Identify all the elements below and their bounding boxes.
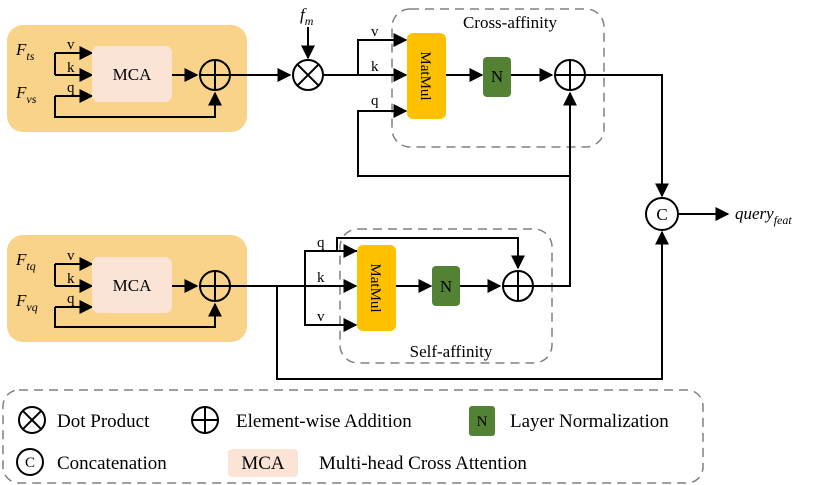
cross-k-label: k — [371, 59, 379, 75]
bottom-v-label: v — [67, 248, 75, 264]
legend-norm-icon — [469, 406, 495, 436]
top-input-f-ts: Fts — [15, 40, 35, 63]
self-v-label: v — [317, 309, 325, 325]
legend-addition-label: Element-wise Addition — [236, 411, 412, 432]
bottom-mca-label: MCA — [113, 276, 152, 295]
top-v-label: v — [67, 37, 75, 53]
cross-addition-icon — [554, 59, 586, 91]
cross-norm-box — [483, 57, 511, 97]
bottom-q-label: q — [67, 291, 75, 307]
legend-addition-icon — [191, 406, 219, 434]
legend-concat-icon: C — [16, 448, 44, 476]
cross-affinity-title: Cross-affinity — [463, 13, 558, 32]
top-q-label: q — [67, 80, 75, 96]
bottom-input-f-vq: Fvq — [15, 291, 38, 314]
top-addition-icon — [199, 59, 231, 91]
self-addition-icon — [502, 270, 534, 302]
output-label: queryfeat — [735, 204, 792, 227]
legend-dot-product-label: Dot Product — [57, 411, 150, 432]
cross-matmul-box — [407, 33, 446, 119]
cross-norm-label: N — [491, 67, 503, 86]
cross-v-label: v — [371, 24, 379, 40]
top-mca-label: MCA — [113, 65, 152, 84]
bottom-addition-icon — [199, 270, 231, 302]
self-affinity-title: Self-affinity — [410, 342, 493, 361]
svg-text:N: N — [477, 414, 488, 430]
top-k-label: k — [67, 60, 75, 76]
self-norm-box — [432, 266, 460, 306]
cross-matmul-label: MatMul — [417, 51, 433, 100]
cross-affinity-box — [391, 8, 605, 148]
self-matmul-label: MatMul — [367, 263, 383, 312]
svg-text:C: C — [656, 205, 667, 224]
bottom-mca-box — [92, 257, 172, 313]
fm-label: fm — [300, 5, 314, 28]
dot-product-icon — [292, 59, 324, 91]
svg-text:C: C — [25, 455, 35, 471]
bottom-k-label: k — [67, 271, 75, 287]
svg-text:MCA: MCA — [241, 453, 285, 474]
self-norm-label: N — [440, 277, 452, 296]
legend-mca-label: Multi-head Cross Attention — [319, 453, 527, 474]
self-k-label: k — [317, 270, 325, 286]
self-q-label: q — [317, 235, 325, 251]
legend-concat-label: Concatenation — [57, 453, 167, 474]
legend-layer-norm-label: Layer Normalization — [510, 411, 669, 432]
legend-dot-product-icon — [18, 406, 46, 434]
cross-q-label: q — [371, 93, 379, 109]
legend-mca-icon — [228, 449, 298, 477]
top-mca-box — [92, 46, 172, 102]
legend-box — [2, 389, 704, 484]
concat-icon: C — [645, 197, 679, 231]
bottom-input-f-tq: Ftq — [15, 250, 36, 273]
top-input-f-vs: Fvs — [15, 83, 37, 106]
self-matmul-box — [357, 245, 396, 331]
